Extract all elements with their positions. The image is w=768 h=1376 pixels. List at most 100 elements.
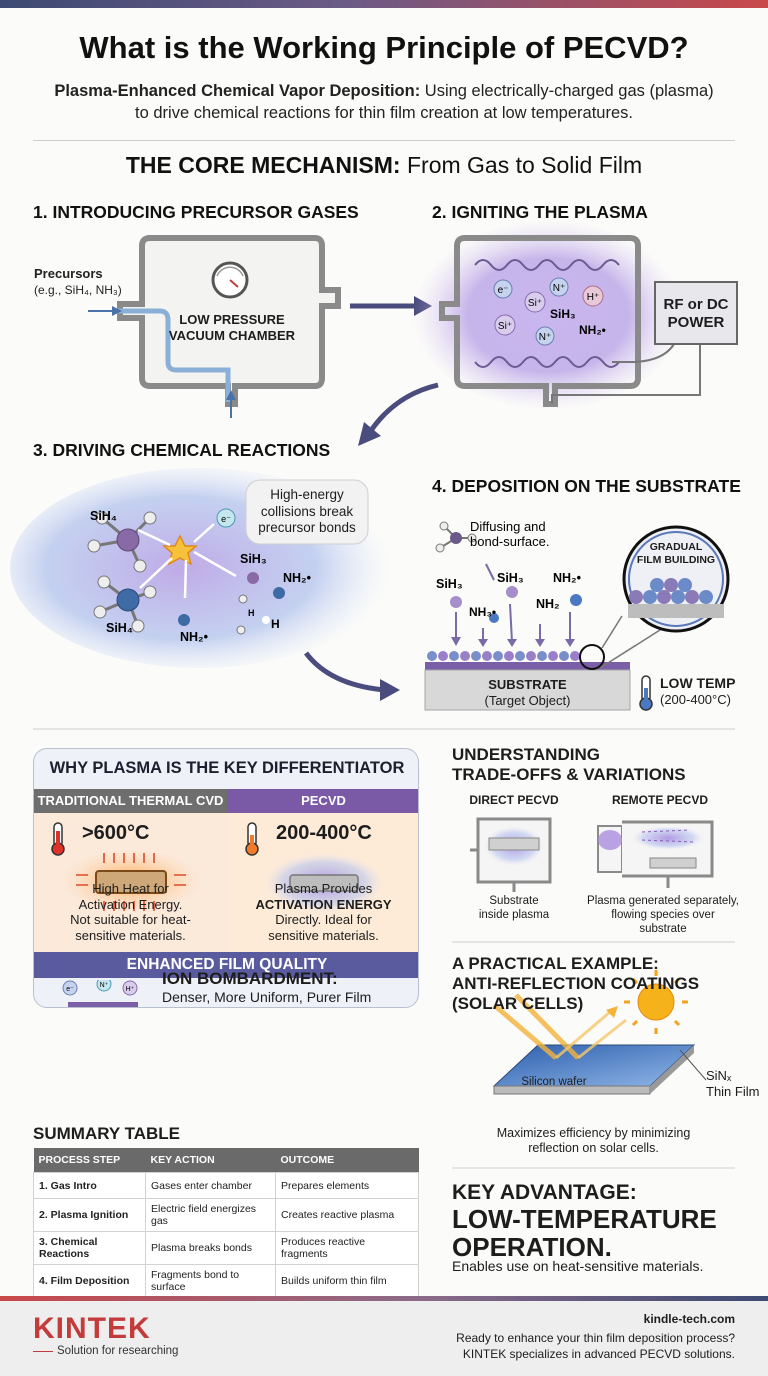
remote-pecvd-desc: Plasma generated separately, flowing spe… [582, 894, 744, 936]
footer-accent-bar [0, 1296, 768, 1301]
comparison-art [51, 822, 384, 913]
brand-rule [33, 1351, 53, 1352]
enhanced-film-quality-bar: ENHANCED FILM QUALITY [34, 952, 418, 978]
pecvd-desc-line1: Plasma Provides [274, 881, 373, 896]
callout-text: High-energy collisions break precursor b… [246, 487, 368, 537]
collision-star-icon [162, 534, 198, 566]
substrate-sublabel: (Target Object) [484, 693, 571, 708]
top-accent-bar [0, 0, 768, 8]
thermometer-icon [639, 675, 653, 711]
step3-title: 3. DRIVING CHEMICAL REACTIONS [33, 440, 331, 460]
direct-desc-line1: Substrate [489, 895, 539, 907]
vacuum-chamber [88, 235, 341, 418]
remote-desc-line1: Plasma generated separately, [587, 895, 739, 907]
table-cell: Electric field energizes gas [145, 1198, 276, 1232]
table-cell: Fragments bond to surface [145, 1264, 276, 1298]
brand-logo: KINTEK [33, 1312, 151, 1345]
table-cell: Gases enter chamber [145, 1172, 276, 1199]
table-cell: Plasma breaks bonds [145, 1231, 276, 1265]
pecvd-desc-line3: Directly. Ideal for [275, 912, 372, 927]
subtitle-term: Plasma-Enhanced Chemical Vapor Depositio… [54, 82, 421, 100]
thin-film-layer [425, 662, 630, 670]
table-cell: Prepares elements [275, 1172, 419, 1199]
flow-arrow-2-head [358, 422, 381, 446]
table-cell: 1. Gas Intro [33, 1172, 146, 1199]
table-cell: Produces reactive fragments [275, 1231, 419, 1265]
summary-header-outcome: OUTCOME [275, 1148, 419, 1173]
magnifier-circle [622, 525, 730, 633]
substrate-block [424, 669, 631, 711]
table-row: 4. Film Deposition Fragments bond to sur… [33, 1264, 419, 1298]
power-label-line2: POWER [667, 314, 725, 331]
ion-bombardment-sub: Denser, More Uniform, Purer Film [162, 989, 372, 1005]
summary-title: SUMMARY TABLE [33, 1124, 181, 1143]
callout-line1: High-energy [270, 487, 344, 502]
thermal-temp: >600°C [82, 822, 150, 844]
callout-bubble [245, 479, 369, 545]
table-cell: 4. Film Deposition [33, 1264, 146, 1298]
power-supply-box [654, 281, 738, 345]
example-desc-line1: Maximizes efficiency by minimizing [496, 1126, 691, 1140]
footer [0, 1296, 768, 1376]
diffusing-line2: bond-surface. [470, 534, 550, 549]
panel-title: WHY PLASMA IS THE KEY DIFFERENTIATOR [49, 759, 405, 777]
pecvd-temp: 200-400°C [276, 822, 372, 844]
thermal-desc: High Heat for Activation Energy. Not sui… [34, 881, 227, 943]
table-cell: 3. Chemical Reactions [33, 1231, 146, 1265]
sinx-label-line1: SiNₓ [706, 1068, 732, 1083]
thermal-desc-line2: Activation Energy. [78, 896, 183, 912]
thermal-desc-line4: sensitive materials. [75, 927, 186, 943]
core-mechanism-heading: THE CORE MECHANISM: From Gas to Solid Fi… [0, 152, 768, 179]
table-cell: 2. Plasma Ignition [33, 1198, 146, 1232]
flow-arrow-3 [304, 651, 386, 693]
label-sih3-a: SiH₃ [436, 577, 463, 591]
table-cell: Builds uniform thin film [275, 1264, 419, 1298]
sinx-label-line2: Thin Film [706, 1084, 760, 1099]
diffusing-line1: Diffusing and [470, 519, 546, 534]
key-advantage-desc: Enables use on heat-sensitive materials. [452, 1258, 704, 1274]
label-h-2: H [271, 617, 280, 631]
ion-bombardment-title: ION BOMBARDMENT: [162, 969, 338, 988]
label-nh2-bottom: NH₂• [180, 630, 208, 644]
remote-desc-line3: substrate [639, 923, 687, 935]
direct-pecvd-desc: Substrate inside plasma [452, 894, 576, 922]
direct-desc-line2: inside plasma [478, 909, 550, 921]
key-advantage: KEY ADVANTAGE: LOW-TEMPERATURE OPERATION… [452, 1180, 717, 1261]
page-subtitle: Plasma-Enhanced Chemical Vapor Depositio… [50, 80, 718, 124]
thermal-desc-line1: High Heat for [92, 881, 169, 896]
remote-pecvd-label: REMOTE PECVD [611, 793, 708, 807]
pressure-gauge-icon [211, 261, 249, 299]
tradeoffs-title-line2: TRADE-OFFS & VARIATIONS [452, 765, 686, 784]
ion-species-e: e⁻ [66, 986, 74, 993]
label-nh2-b: NH₂ [536, 597, 560, 611]
footer-cta: Ready to enhance your thin film depositi… [456, 1330, 735, 1362]
plasma-chamber [413, 220, 701, 410]
label-electron: e⁻ [221, 514, 231, 524]
species-nh2: NH₂• [579, 323, 606, 337]
sinx-label: SiNₓ Thin Film [706, 1068, 759, 1100]
pecvd-desc-line4: sensitive materials. [268, 927, 379, 943]
substrate-label: SUBSTRATE [488, 677, 567, 692]
label-nh2-a: NH₂• [553, 571, 581, 585]
species-si-2: Si⁺ [498, 321, 512, 332]
table-row: 2. Plasma Ignition Electric field energi… [33, 1198, 419, 1232]
chamber-label: LOW PRESSURE VACUUM CHAMBER [160, 312, 304, 344]
remote-pecvd-diagram [597, 820, 714, 888]
species-sih3: SiH₃ [550, 307, 576, 321]
website-link[interactable]: kindle-tech.com [643, 1312, 735, 1326]
remote-desc-line2: flowing species over [611, 909, 715, 921]
page-title: What is the Working Principle of PECVD? [79, 30, 689, 65]
pecvd-desc-line2: ACTIVATION ENERGY [255, 896, 392, 912]
species-e: e⁻ [498, 285, 509, 296]
step1-title: 1. INTRODUCING PRECURSOR GASES [33, 202, 359, 222]
core-mechanism-label: THE CORE MECHANISM: [125, 152, 401, 178]
summary-header-step: PROCESS STEP [33, 1148, 146, 1173]
power-label-line1: RF or DC [663, 296, 729, 313]
pecvd-desc: Plasma Provides ACTIVATION ENERGY Direct… [227, 881, 418, 943]
ion-species-h: H⁺ [126, 986, 135, 993]
example-title-line3: (SOLAR CELLS) [452, 994, 584, 1013]
chamber-label-line1: LOW PRESSURE [179, 312, 285, 327]
footer-cta-line2: KINTEK specializes in advanced PECVD sol… [462, 1347, 735, 1361]
thermal-desc-line3: Not suitable for heat- [70, 912, 191, 927]
power-label: RF or DC POWER [655, 296, 737, 332]
